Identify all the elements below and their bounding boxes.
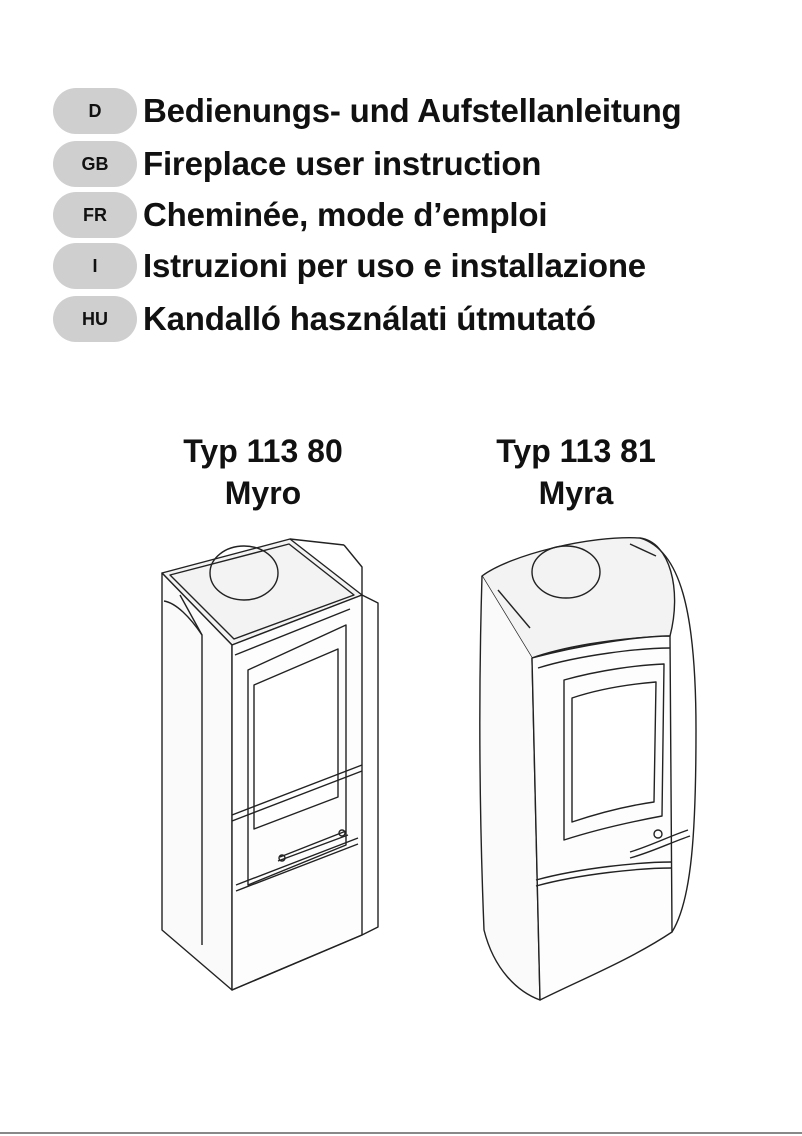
title-hu: Kandalló használati útmutató xyxy=(143,300,596,337)
language-row-fr: FR Cheminée, mode d’emploi xyxy=(53,192,548,238)
myra-stove-illustration xyxy=(479,537,697,1001)
model-type-myro: Typ 113 80 xyxy=(183,433,343,469)
model-type-myra: Typ 113 81 xyxy=(496,433,656,469)
language-badge-hu: HU xyxy=(53,296,137,342)
language-row-gb: GB Fireplace user instruction xyxy=(53,141,541,187)
language-badge-it: I xyxy=(53,243,137,289)
model-heading-myro: Typ 113 80 Myro xyxy=(133,430,393,514)
model-heading-myra: Typ 113 81 Myra xyxy=(446,430,706,514)
title-fr: Cheminée, mode d’emploi xyxy=(143,196,548,233)
language-badge-gb: GB xyxy=(53,141,137,187)
bottom-divider xyxy=(0,1132,802,1134)
language-badge-fr: FR xyxy=(53,192,137,238)
title-it: Istruzioni per uso e installazione xyxy=(143,247,646,284)
language-badge-de: D xyxy=(53,88,137,134)
model-name-myro: Myro xyxy=(224,475,302,511)
language-row-hu: HU Kandalló használati útmutató xyxy=(53,296,596,342)
language-row-de: D Bedienungs- und Aufstellanleitung xyxy=(53,88,682,134)
language-row-it: I Istruzioni per uso e installazione xyxy=(53,243,646,289)
myro-stove-illustration xyxy=(161,538,379,991)
title-gb: Fireplace user instruction xyxy=(143,145,542,182)
title-de: Bedienungs- und Aufstellanleitung xyxy=(143,92,682,129)
model-name-myra: Myra xyxy=(538,475,614,511)
